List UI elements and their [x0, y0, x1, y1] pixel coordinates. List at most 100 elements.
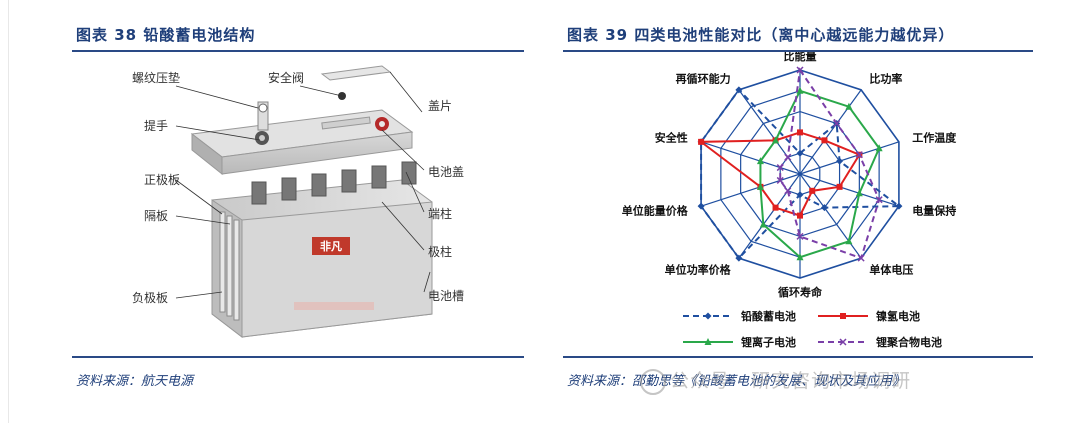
series-1-point-4: [809, 187, 816, 194]
cell-posts: [251, 161, 417, 205]
watermark: 公众号 · 研究咨询市场调研: [640, 366, 911, 395]
left-edge-line: [8, 0, 9, 423]
label-anquanfa: 安全阀: [268, 70, 304, 85]
figure-38-top-rule: [72, 50, 524, 52]
battery-structure-diagram: 非凡: [132, 65, 464, 339]
label-dianchigai: 电池盖: [428, 165, 464, 179]
series-3-point-1-b: [833, 119, 841, 128]
series-2-point-4: [845, 237, 853, 245]
series-1-point-5: [797, 212, 803, 219]
label-tishou: 提手: [144, 118, 168, 133]
series-1-point-0: [797, 129, 803, 136]
series-1-point-8: [698, 138, 705, 145]
series-3-point-1: [833, 119, 841, 128]
label-duanzhu: 端柱: [428, 206, 452, 221]
series-3-point-6-b: [784, 187, 792, 195]
series-2-point-7: [756, 182, 764, 190]
series-3-point-0-b: [796, 66, 804, 74]
series-3-point-6: [784, 187, 792, 195]
series-1-point-3: [836, 183, 843, 190]
radar-series: [697, 66, 903, 262]
figure-38-title: 图表 38 铅酸蓄电池结构: [76, 26, 256, 44]
figure-39-bottom-rule: [563, 356, 1033, 358]
series-2-point-9: [772, 136, 780, 144]
grid-spoke-7: [700, 173, 801, 207]
series-0-point-6: [735, 254, 743, 262]
grid-spoke-4: [799, 173, 862, 259]
legend-marker-3: [839, 338, 847, 346]
legend-label-1: 镍氢电池: [876, 309, 920, 323]
series-2-point-3: [855, 189, 863, 197]
leader-lines: [175, 71, 431, 299]
series-3-point-5-b: [796, 232, 804, 240]
series-0-point-0: [796, 149, 804, 157]
series-2-point-5: [796, 253, 804, 261]
axis-label-6: 单位功率价格: [665, 262, 732, 276]
grid-spoke-8: [700, 141, 801, 175]
series-3-point-5: [796, 232, 804, 240]
series-3-point-3-b: [875, 196, 883, 204]
legend-marker-3-b: [839, 338, 847, 346]
watermark-text: 公众号 · 研究咨询市场调研: [670, 370, 912, 392]
axis-label-4: 单体电压: [869, 262, 913, 276]
figure-39-panel: 图表 39 四类电池性能对比（离中心越远能力越优异） 比能量比功率工作温度电量保…: [563, 0, 1033, 423]
series-3-point-0: [796, 66, 804, 74]
series-3-point-9: [784, 153, 792, 161]
legend-label-0: 铅酸蓄电池: [741, 309, 796, 323]
wechat-icon: [640, 368, 666, 395]
series-0-point-9: [735, 86, 743, 94]
grid-spoke-6: [738, 173, 801, 259]
label-dianchicao: 电池槽: [428, 289, 464, 303]
series-3-point-3: [875, 196, 883, 204]
label-gaipian: 盖片: [428, 99, 452, 113]
series-1-point-6: [772, 204, 779, 211]
label-geban: 隔板: [144, 209, 168, 223]
grid-spoke-9: [738, 89, 801, 175]
legend-marker-1: [840, 313, 846, 319]
axis-label-0: 比能量: [784, 52, 817, 63]
series-2-point-1: [845, 102, 853, 110]
series-3-point-4: [857, 254, 865, 262]
axis-label-5: 循环寿命: [778, 285, 823, 299]
legend-marker-0: [704, 312, 712, 320]
series-0-point-4: [820, 204, 828, 212]
axis-label-1: 比功率: [869, 72, 902, 86]
series-2-point-6: [759, 220, 767, 228]
brand-badge: [312, 237, 350, 255]
series-2-point-8: [756, 157, 764, 165]
series-3-point-7: [776, 176, 784, 184]
axis-label-7: 单位能量价格: [622, 203, 689, 217]
label-jizhu: 极柱: [428, 244, 452, 259]
series-3-point-4-b: [857, 254, 865, 262]
axis-label-2: 工作温度: [912, 131, 957, 145]
battery-lid: [190, 109, 414, 176]
legend-label-2: 锂离子电池: [741, 335, 796, 349]
series-3-point-8: [776, 164, 784, 172]
label-fujiban: 负极板: [132, 291, 168, 305]
figure-38-panel: 图表 38 铅酸蓄电池结构 非凡: [72, 0, 524, 423]
label-zhengjiban: 正极板: [144, 173, 180, 187]
axis-label-9: 再循环能力: [676, 72, 731, 86]
series-3-point-9-b: [784, 153, 792, 161]
series-2-point-0: [796, 86, 804, 94]
figure-39-title: 图表 39 四类电池性能对比（离中心越远能力越优异）: [567, 26, 955, 44]
axis-label-3: 电量保持: [912, 203, 956, 217]
series-0-point-7: [697, 202, 705, 210]
figure-38-source: 资料来源：航天电源: [76, 374, 194, 389]
series-0-point-3: [895, 202, 903, 210]
legend-label-3: 锂聚合物电池: [876, 335, 942, 349]
figure-38-bottom-rule: [72, 356, 524, 358]
legend-marker-2: [704, 338, 712, 345]
series-2-point-2: [875, 144, 883, 152]
grid-spoke-3: [799, 173, 900, 207]
series-3-point-2-b: [855, 151, 863, 159]
axis-label-8: 安全性: [655, 131, 688, 145]
cover-plate: [320, 65, 392, 81]
grid-spoke-1: [799, 89, 862, 175]
series-3-point-8-b: [776, 164, 784, 172]
series-1-point-1: [821, 137, 828, 144]
figure-39-top-rule: [563, 50, 1033, 52]
